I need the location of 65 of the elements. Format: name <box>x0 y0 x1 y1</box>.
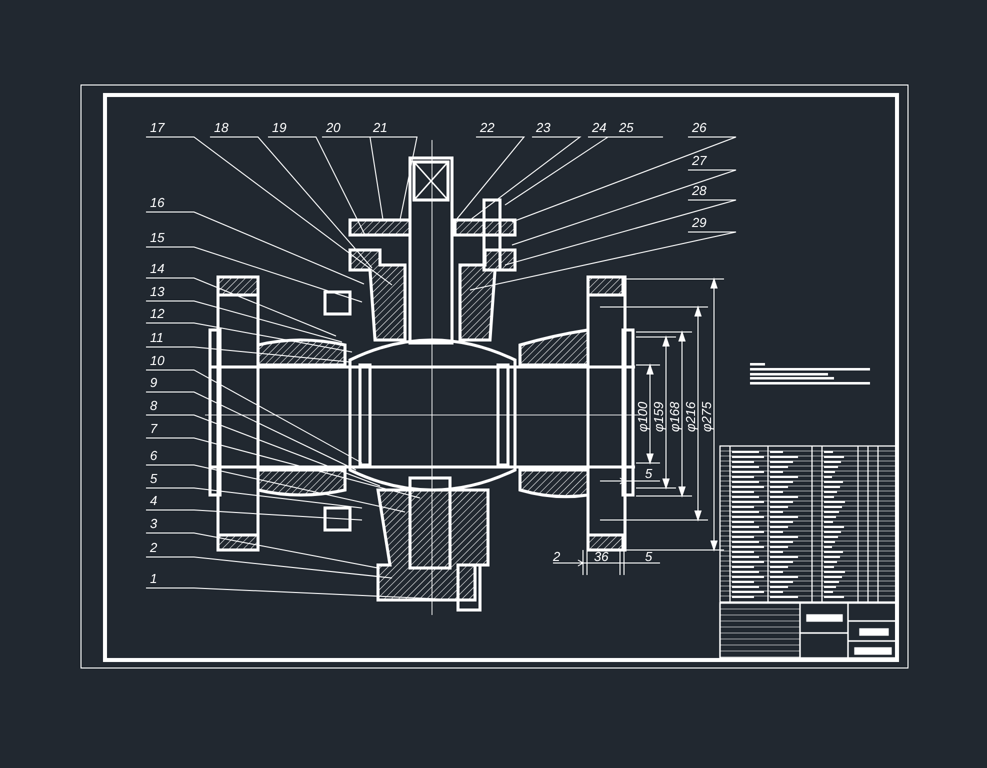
callout-number: 14 <box>150 262 164 276</box>
leader-line <box>470 232 736 290</box>
callout-number: 18 <box>214 121 228 135</box>
callout-number: 28 <box>692 184 706 198</box>
callout-number: 1 <box>150 572 158 586</box>
callout-number: 21 <box>373 121 388 135</box>
leader-line <box>146 414 380 486</box>
callout-number: 9 <box>150 376 158 390</box>
leader-line <box>146 532 378 568</box>
callout-number: 29 <box>692 216 706 230</box>
leader-line <box>210 136 372 268</box>
callout-number: 8 <box>150 399 158 413</box>
callout-number: 12 <box>150 307 164 321</box>
dimension-text: 5 <box>645 467 652 481</box>
leader-line <box>146 464 406 512</box>
leader-line <box>146 488 362 508</box>
callout-number: 23 <box>536 121 550 135</box>
dimension-text: φ275 <box>700 402 714 432</box>
dimension-text: φ168 <box>668 402 682 432</box>
leader-line <box>146 438 420 498</box>
leader-line <box>146 300 342 342</box>
leader-line <box>322 136 384 220</box>
leader-line <box>146 392 356 470</box>
leader-line <box>146 136 392 286</box>
callout-number: 15 <box>150 231 164 245</box>
callout-number: 10 <box>150 354 164 368</box>
leader-line <box>504 136 664 206</box>
leader-line <box>512 136 736 222</box>
callout-number: 11 <box>150 331 164 345</box>
callout-number: 6 <box>150 449 158 463</box>
leader-line <box>146 346 350 362</box>
leader-line <box>146 556 392 578</box>
callout-number: 24 <box>592 121 606 135</box>
leader-line <box>146 246 362 302</box>
callout-number: 4 <box>150 494 158 508</box>
leader-line <box>146 510 362 520</box>
callout-number: 26 <box>692 121 706 135</box>
callout-number: 7 <box>150 422 158 436</box>
callout-number: 19 <box>272 121 286 135</box>
leader-line <box>146 212 364 284</box>
callout-number: 16 <box>150 196 164 210</box>
leader-line <box>470 136 582 220</box>
callout-number: 2 <box>150 541 158 555</box>
dimension-text: 36 <box>594 550 608 564</box>
leader-line <box>146 322 352 352</box>
leader-line <box>268 136 366 236</box>
callout-number: 20 <box>326 121 340 135</box>
dimension-text: 2 <box>553 550 560 564</box>
callout-number: 22 <box>480 121 494 135</box>
callout-number: 27 <box>692 154 706 168</box>
leader-line <box>512 170 736 246</box>
dimension-text: 5 <box>645 550 652 564</box>
dimension-text: φ159 <box>652 402 666 432</box>
callout-number: 17 <box>150 121 164 135</box>
leader-line <box>368 136 418 220</box>
leader-line <box>456 136 526 220</box>
dimension-text: φ100 <box>636 402 650 432</box>
callout-number: 13 <box>150 285 164 299</box>
leader-line <box>146 278 336 336</box>
leader-line <box>504 200 736 266</box>
callout-number: 5 <box>150 472 158 486</box>
leader-line <box>146 370 362 464</box>
callout-number: 3 <box>150 517 158 531</box>
callout-number: 25 <box>619 121 634 135</box>
dimension-text: φ216 <box>684 402 698 432</box>
